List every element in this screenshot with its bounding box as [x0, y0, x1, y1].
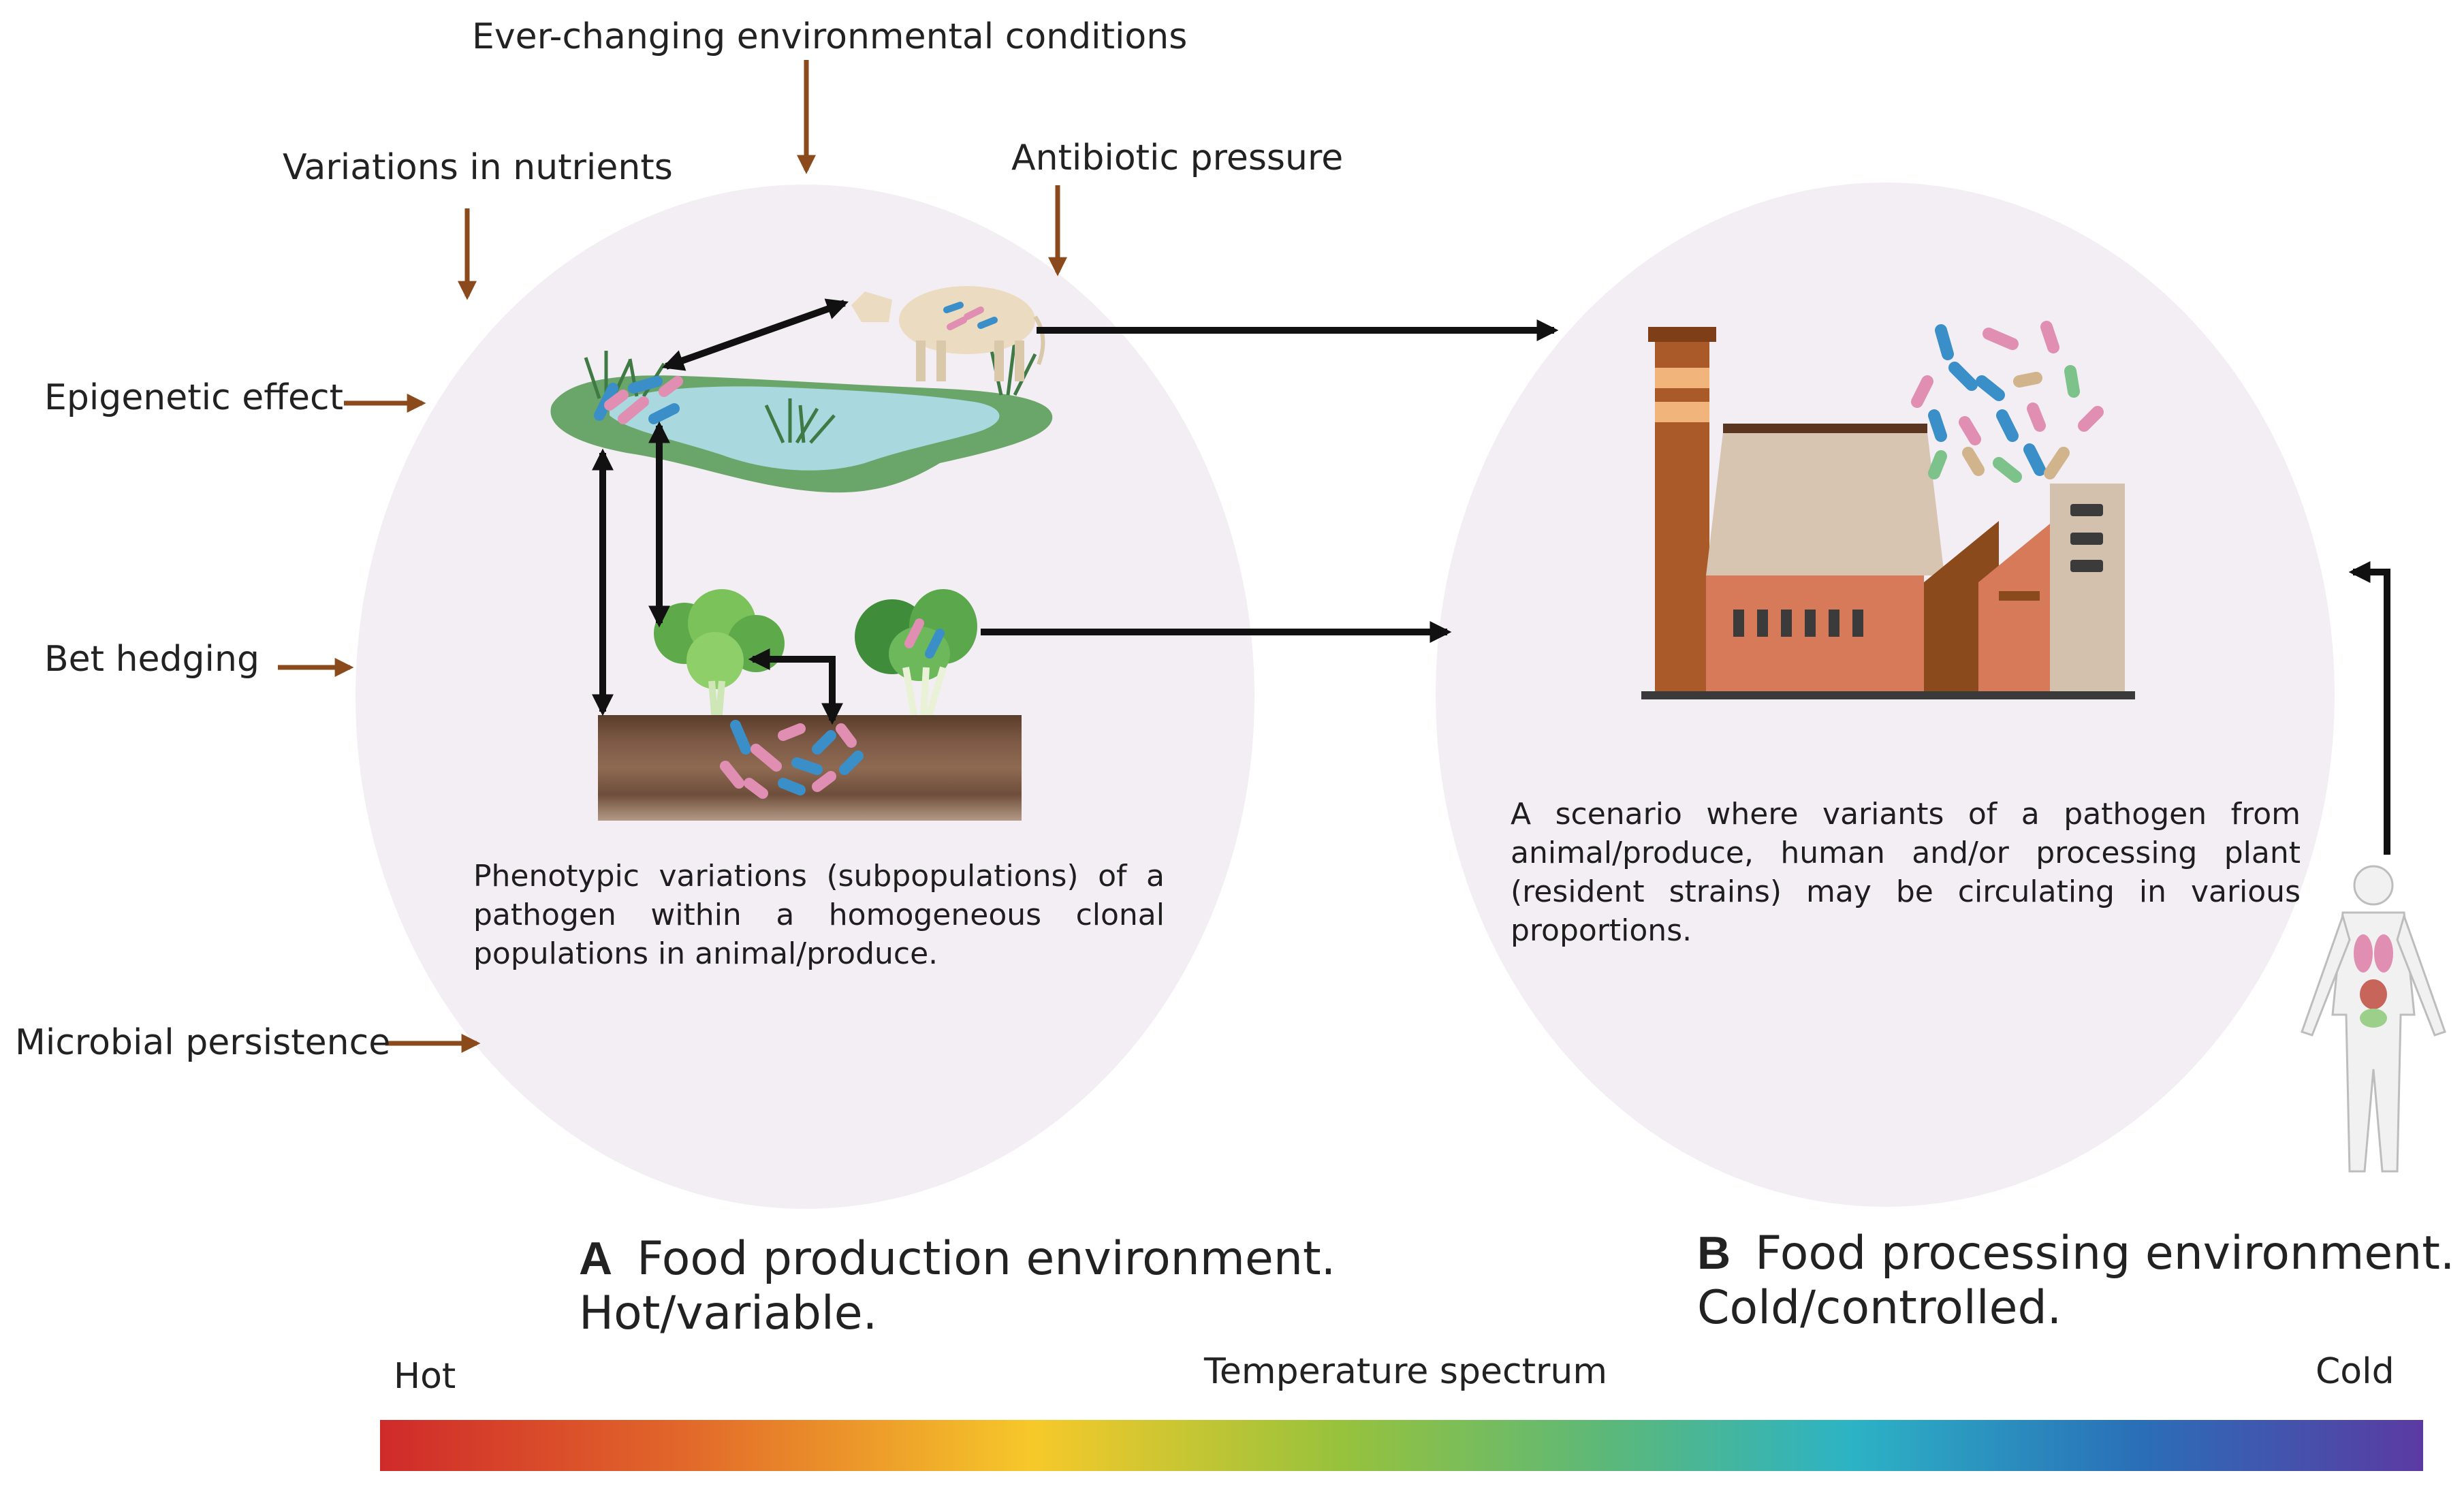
persistence-label: Microbial persistence: [15, 1022, 391, 1063]
factory-illustration: [1641, 327, 2135, 699]
factor-arrows: [278, 60, 1067, 1053]
panel-b-title: Food processing environment.: [1755, 1227, 2455, 1280]
production-circle: [356, 185, 1254, 1209]
panel-a-caption: A Food production environment. Hot/variab…: [579, 1231, 1336, 1341]
pond-bacteria: [594, 376, 683, 424]
lettuce-soil-arrow: [748, 648, 844, 725]
panel-b-caption: B Food processing environment. Cold/contr…: [1697, 1226, 2455, 1335]
flow-arrows: [591, 298, 2390, 855]
soil-illustration: [598, 715, 1022, 821]
cow-illustration: [851, 286, 1045, 381]
chard-illustration: [855, 589, 977, 727]
processing-description: A scenario where variants of a pathogen …: [1511, 795, 2301, 950]
production-description-main: Phenotypic variations (subpopulations) o…: [473, 859, 1165, 932]
processing-description-last: proportions.: [1511, 913, 1692, 948]
panel-b-letter: B: [1697, 1227, 1731, 1279]
epigenetic-label: Epigenetic effect: [44, 377, 344, 418]
panel-a-title: Food production environment.: [637, 1232, 1336, 1286]
environment-label: Ever-changing environmental conditions: [472, 16, 1188, 57]
antibiotic-label: Antibiotic pressure: [1011, 138, 1344, 178]
temperature-hot-label: Hot: [394, 1356, 456, 1397]
panel-b-subtitle: Cold/controlled.: [1697, 1281, 2062, 1335]
production-description: Phenotypic variations (subpopulations) o…: [473, 857, 1165, 973]
panel-a-letter: A: [579, 1233, 613, 1284]
production-description-last: populations in animal/produce.: [473, 936, 938, 971]
pond-cow-arrow: [661, 298, 849, 371]
human-factory-arrow: [2348, 560, 2390, 855]
processing-description-main: A scenario where variants of a pathogen …: [1511, 797, 2301, 909]
temperature-cold-label: Cold: [2316, 1351, 2395, 1392]
nutrients-label: Variations in nutrients: [283, 147, 673, 188]
temperature-gradient-bar: [380, 1420, 2423, 1471]
human-illustration: [2301, 865, 2446, 1173]
panel-a-subtitle: Hot/variable.: [579, 1286, 878, 1340]
temperature-title: Temperature spectrum: [1204, 1351, 1607, 1392]
factory-bacteria: [1911, 321, 2104, 483]
bet-hedging-label: Bet hedging: [44, 639, 259, 680]
pond-illustration: [550, 340, 1053, 493]
